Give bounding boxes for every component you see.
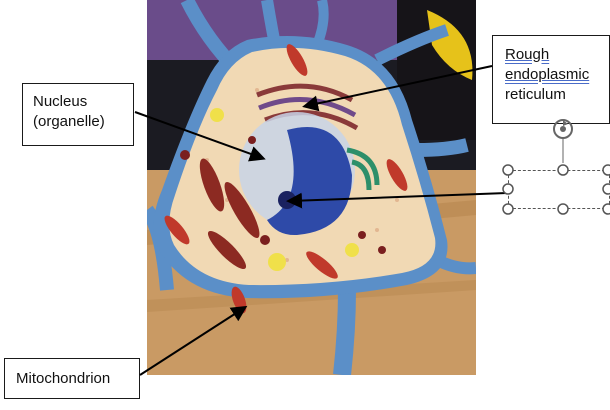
nucleus-label-line-2: (organelle) [33, 113, 105, 130]
mitochondrion-label-box[interactable]: Mitochondrion [4, 358, 140, 399]
mitochondrion-label-text: Mitochondrion [16, 370, 111, 387]
nucleus-label-line-1: Nucleus [33, 93, 88, 110]
rough-er-label-line-1: Rough [505, 46, 550, 63]
selected-empty-textbox[interactable] [508, 170, 610, 209]
cell-model-photo[interactable] [147, 0, 476, 375]
rough-er-label-box[interactable]: Rough endoplasmic reticulum [492, 35, 610, 124]
nucleus-label-box[interactable]: Nucleus (organelle) [22, 83, 134, 146]
rough-er-label-line-3: reticulum [505, 86, 566, 103]
rough-er-label-line-2: endoplasmic [505, 66, 590, 83]
